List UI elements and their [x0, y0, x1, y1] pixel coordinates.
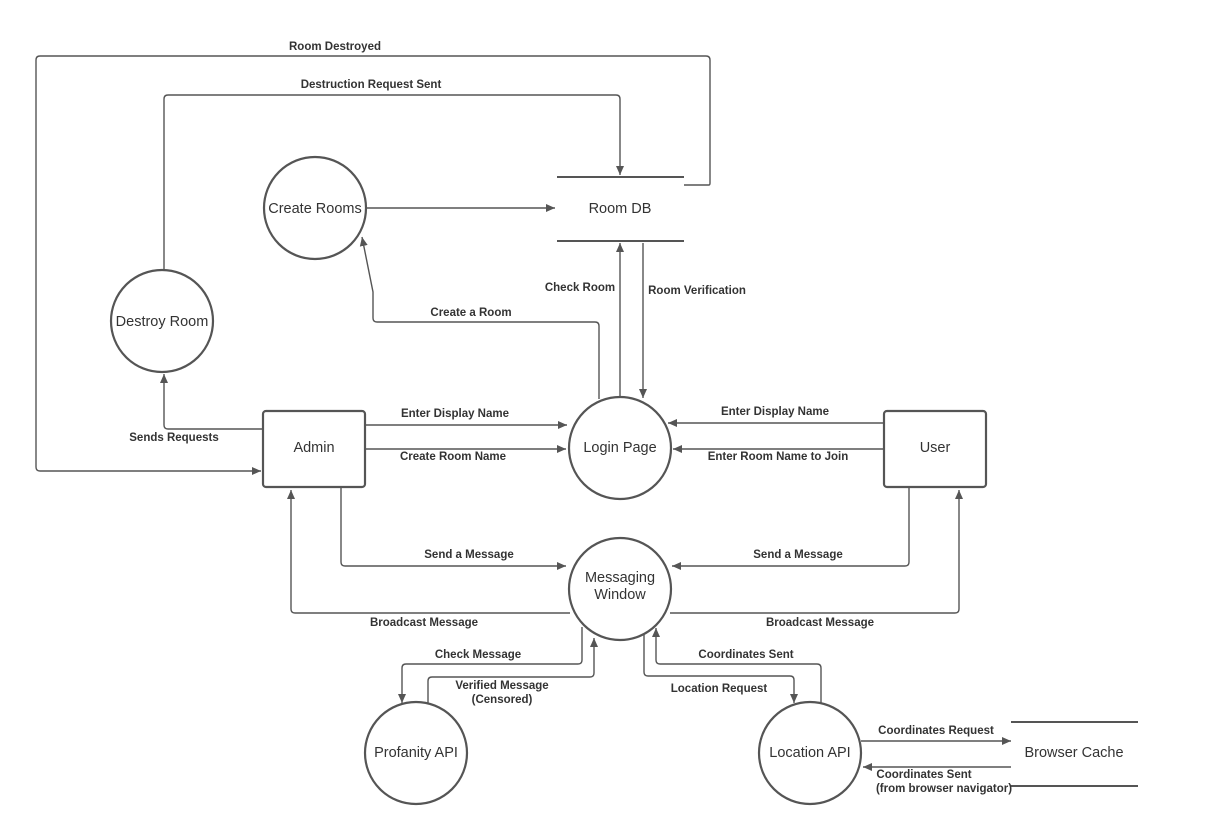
create-rooms-process: Create Rooms [262, 155, 368, 261]
profanity-api-label: Profanity API [374, 745, 458, 761]
profanity-api-process: Profanity API [363, 700, 469, 806]
location-api-label: Location API [769, 745, 850, 761]
label-location-request: Location Request [671, 683, 768, 695]
user-label: User [920, 440, 951, 456]
messaging-window-process: Messaging Window [567, 536, 673, 642]
label-create-a-room: Create a Room [430, 307, 511, 319]
label-create-room-name: Create Room Name [400, 451, 506, 463]
label-verified-message-line1: Verified Message [455, 680, 548, 692]
label-room-verification: Room Verification [648, 285, 746, 297]
flow-admin-send-message [340, 488, 566, 570]
user-entity: User [882, 409, 988, 489]
flow-admin-broadcast [287, 490, 570, 614]
label-coordinates-request: Coordinates Request [878, 725, 994, 737]
label-destruction-request-sent: Destruction Request Sent [301, 79, 442, 91]
flow-room-destroyed [35, 55, 711, 475]
label-admin-enter-display-name: Enter Display Name [401, 408, 509, 420]
label-room-destroyed: Room Destroyed [289, 41, 381, 53]
room-db-label: Room DB [589, 201, 652, 217]
flow-location-request [643, 634, 798, 703]
location-api-process: Location API [757, 700, 863, 806]
room-db-store: Room DB [557, 176, 684, 242]
admin-entity: Admin [261, 409, 367, 489]
flow-verified-message [427, 638, 598, 704]
label-check-room: Check Room [545, 282, 615, 294]
flow-user-send-message [672, 488, 910, 570]
label-admin-send-message: Send a Message [424, 549, 513, 561]
create-rooms-label: Create Rooms [268, 201, 361, 217]
label-user-broadcast-message: Broadcast Message [766, 617, 874, 629]
label-coordinates-sent: Coordinates Sent [698, 649, 793, 661]
admin-label: Admin [293, 440, 334, 456]
flow-coordinates-sent [652, 628, 822, 703]
browser-cache-label: Browser Cache [1024, 745, 1123, 761]
login-page-process: Login Page [567, 395, 673, 501]
label-admin-broadcast-message: Broadcast Message [370, 617, 478, 629]
destroy-room-process: Destroy Room [109, 268, 215, 374]
destroy-room-label: Destroy Room [116, 314, 209, 330]
flow-user-broadcast [670, 490, 963, 614]
flow-sends-requests [160, 374, 263, 430]
label-verified-message-line2: (Censored) [472, 694, 533, 706]
label-sends-requests: Sends Requests [129, 432, 218, 444]
label-coordinates-sent-browser-line1: Coordinates Sent [876, 769, 971, 781]
messaging-window-label-line2: Window [594, 587, 646, 603]
browser-cache-store: Browser Cache [1011, 721, 1138, 787]
label-coordinates-sent-browser-line2: (from browser navigator) [876, 783, 1012, 795]
label-check-message: Check Message [435, 649, 521, 661]
label-user-send-message: Send a Message [753, 549, 842, 561]
label-enter-room-name-to-join: Enter Room Name to Join [708, 451, 849, 463]
label-user-enter-display-name: Enter Display Name [721, 406, 829, 418]
flow-destruction-request-sent [163, 94, 624, 270]
login-page-label: Login Page [583, 440, 656, 456]
messaging-window-label-line1: Messaging [585, 570, 655, 586]
flow-check-message [398, 627, 583, 703]
flow-create-a-room [359, 236, 600, 399]
